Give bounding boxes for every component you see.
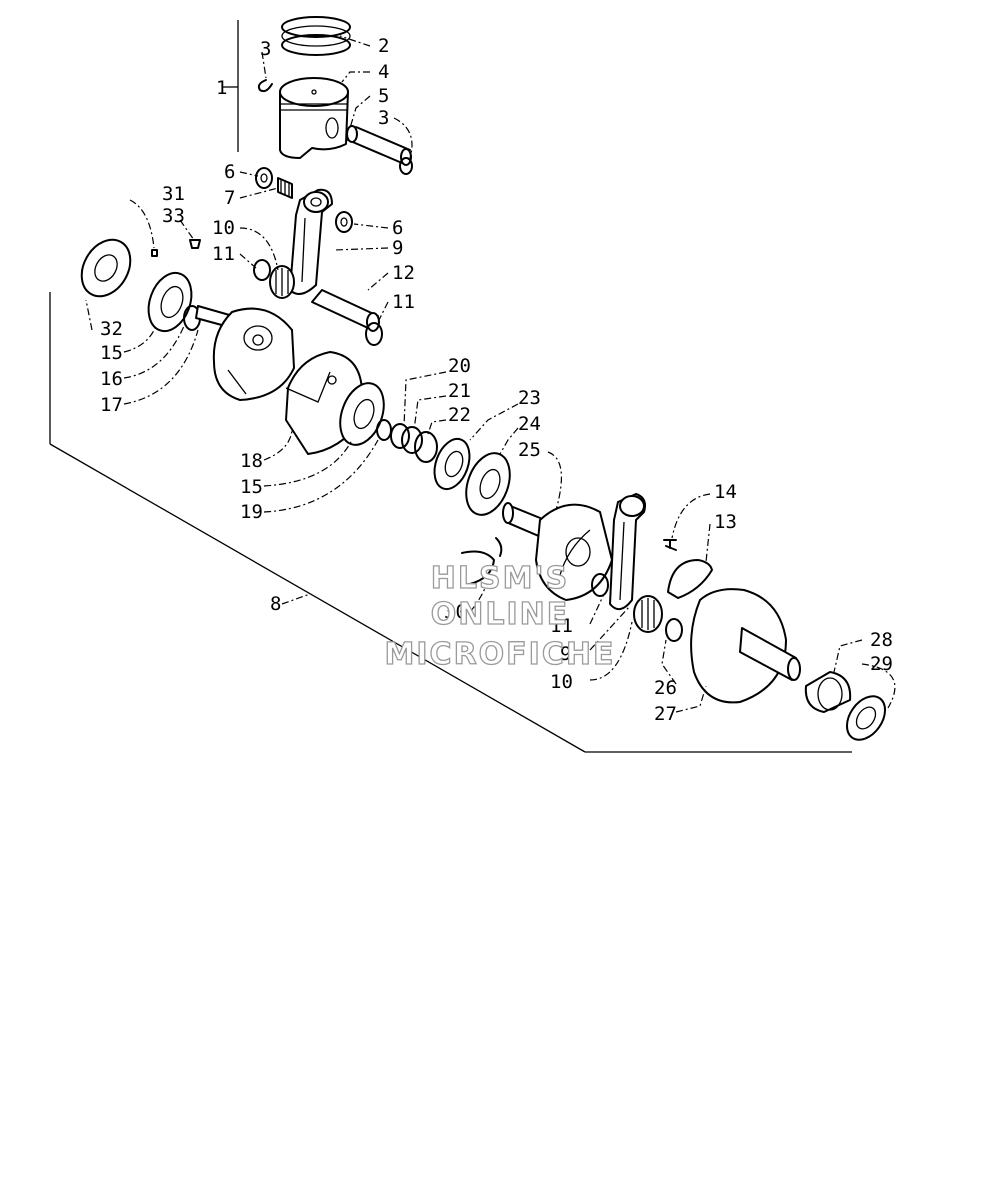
callout-13: 13 [714, 511, 737, 533]
ball-bearing [465, 452, 511, 516]
callout-18: 18 [240, 450, 263, 472]
crankshaft-right [502, 502, 613, 601]
callout-9-lower: 9 [560, 643, 571, 665]
callout-28: 28 [870, 629, 893, 651]
connecting-rod [289, 188, 333, 295]
callout-6-right: 6 [392, 217, 403, 239]
callout-14: 14 [714, 481, 737, 503]
piston-ring [281, 16, 351, 56]
balance-weight [667, 559, 713, 599]
oil-seal [80, 238, 132, 298]
callout-27: 27 [654, 703, 677, 725]
piston-pin-clip [257, 79, 413, 175]
callout-15-lower: 15 [240, 476, 263, 498]
callout-30: 30 [444, 601, 467, 623]
piston [279, 77, 349, 159]
callout-10-lower: 10 [550, 671, 573, 693]
callout-11-lower: 11 [550, 615, 573, 637]
crank-pin [311, 289, 383, 346]
crank-bearing-2 [633, 595, 663, 633]
callout-9: 9 [392, 237, 403, 259]
main-bearing [147, 271, 193, 333]
watermark-line-1: HLSM'S [431, 561, 569, 596]
callout-19: 19 [240, 501, 263, 523]
washer [255, 167, 353, 233]
callout-17: 17 [100, 394, 123, 416]
watermark-line-3: MICROFICHE [385, 637, 616, 672]
callout-3: 3 [260, 38, 271, 60]
labyrinth-seal [433, 437, 471, 491]
callout-12: 12 [392, 262, 415, 284]
callout-16: 16 [100, 368, 123, 390]
key [151, 239, 201, 257]
callout-22: 22 [448, 404, 471, 426]
callout-8: 8 [270, 593, 281, 615]
needle-bearing [277, 177, 293, 199]
callout-15: 15 [100, 342, 123, 364]
center-main-bearing [339, 382, 385, 446]
oil-seal-2 [845, 695, 887, 741]
thrust-washer [253, 259, 271, 281]
screw [663, 539, 677, 551]
piston-pin [346, 125, 412, 166]
callout-10: 10 [212, 217, 235, 239]
callout-25: 25 [518, 439, 541, 461]
crankshaft-assembly-bracket [49, 292, 852, 753]
callout-21: 21 [448, 380, 471, 402]
callout-labels: 1 2 3 4 5 3 6 7 6 10 9 11 12 11 31 33 32… [100, 35, 893, 725]
callout-6: 6 [224, 161, 235, 183]
callout-2: 2 [378, 35, 389, 57]
leader-lines [85, 35, 896, 713]
callout-3-right: 3 [378, 107, 389, 129]
callout-7: 7 [224, 187, 235, 209]
callout-24: 24 [518, 413, 541, 435]
callout-33: 33 [162, 205, 185, 227]
connecting-rod-2 [609, 493, 646, 611]
crank-bearing [269, 265, 295, 299]
roller-bearing [804, 671, 852, 713]
callout-1: 1 [216, 77, 227, 99]
callout-4: 4 [378, 61, 389, 83]
watermark-line-2: ONLINE [431, 597, 570, 632]
retaining-ring [461, 537, 503, 585]
crankshaft-flywheel-left [195, 305, 295, 401]
callout-29: 29 [870, 653, 893, 675]
callout-5: 5 [378, 85, 389, 107]
watermark: HLSM'S ONLINE MICROFICHE [384, 560, 616, 672]
callout-32: 32 [100, 318, 123, 340]
callout-23: 23 [518, 387, 541, 409]
seal-ring [376, 419, 438, 463]
thrust-washer-2 [591, 573, 609, 597]
callout-26: 26 [654, 677, 677, 699]
crankshaft-flywheel-right [690, 588, 801, 704]
washer-2 [665, 618, 683, 642]
piston-assembly-bracket [222, 20, 239, 152]
callout-11: 11 [212, 243, 235, 265]
callout-20: 20 [448, 355, 471, 377]
callout-31: 31 [162, 183, 185, 205]
callout-11-right: 11 [392, 291, 415, 313]
